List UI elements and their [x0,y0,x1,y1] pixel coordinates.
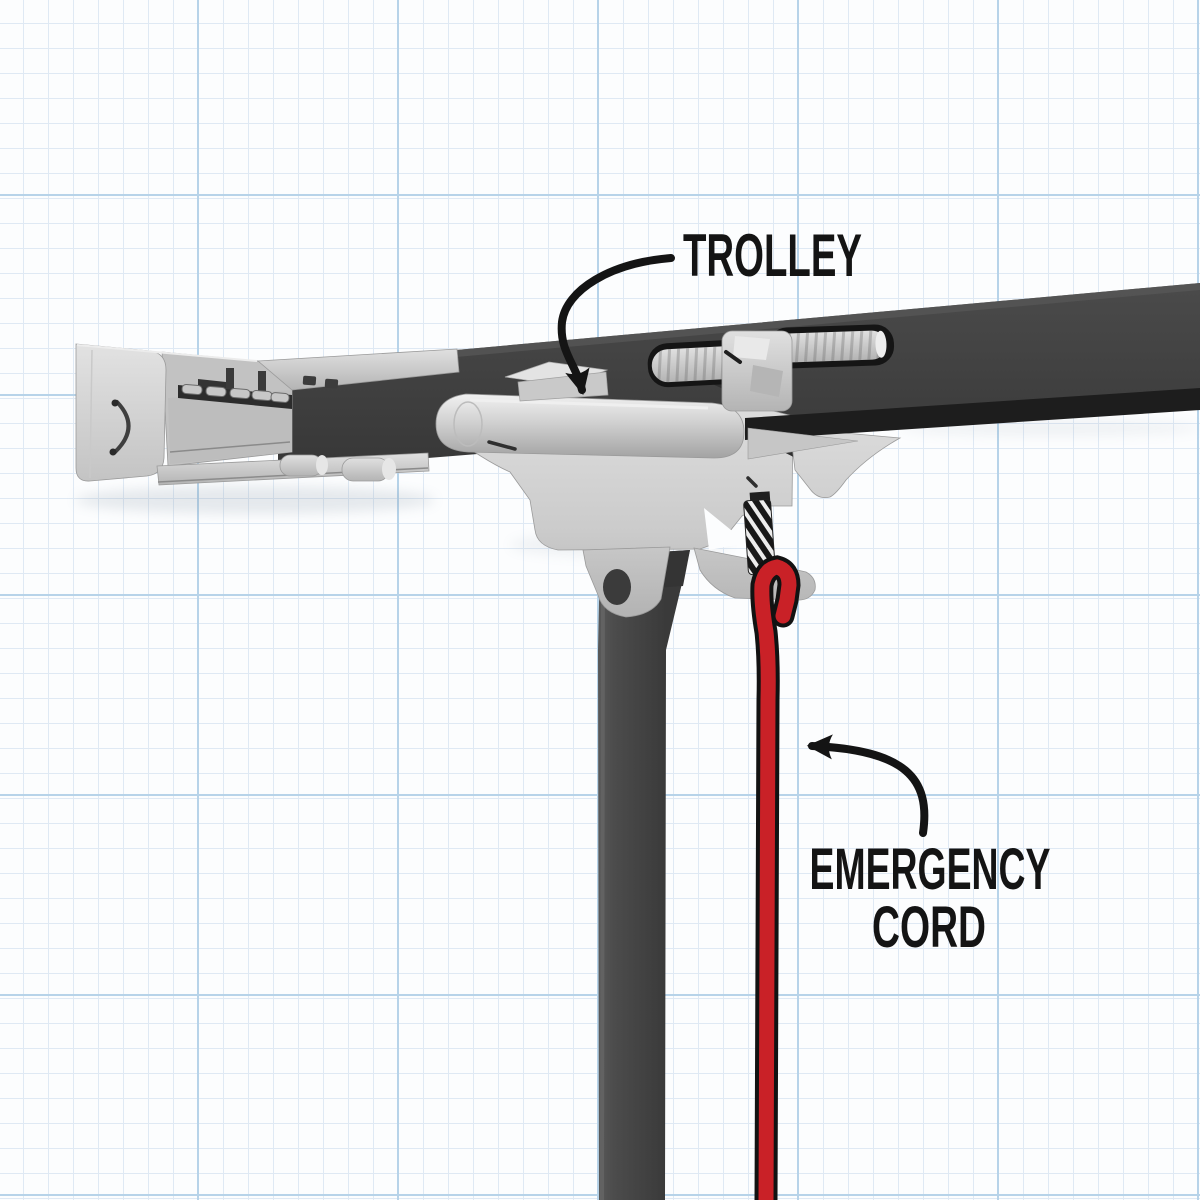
threaded-rod [647,324,895,388]
emergency-cord [750,555,801,1200]
rail-top-edge [278,283,1200,373]
clevis-pin-hole [603,569,631,605]
bracket-notch-arc [113,400,131,454]
trolley-clevis-tab [582,546,671,618]
drive-chain [178,368,292,409]
lever-gap [704,508,747,550]
tube-end-cap [453,401,483,447]
emergency-cord-label-line1: EMERGENCY [810,837,1051,902]
bracket-bolt [302,375,317,386]
emergency-cord-callout: EMERGENCY CORD [806,734,1051,960]
rod-collar [721,330,793,412]
bracket-bolt [324,378,339,389]
collar-nut [750,365,783,397]
trolley-callout: TROLLEY [557,222,862,396]
rail-flange-tip [747,427,859,460]
trolley-label: TROLLEY [683,222,862,289]
bracket-rollers [279,454,396,482]
trolley-tube [435,393,745,459]
release-spring [743,491,776,576]
emergency-cord-label-line2: CORD [872,895,986,960]
door-arm-rail [598,550,690,1200]
bracket-mid-panel [168,390,292,464]
trolley-arrow [557,254,675,396]
trolley-assembly [435,324,1200,618]
emergency-cord-arrow [806,734,929,837]
bracket-face-plate [75,343,167,482]
rail-bottom-band [745,388,1200,440]
wall-bracket [75,343,460,486]
cord-core [754,559,797,1200]
